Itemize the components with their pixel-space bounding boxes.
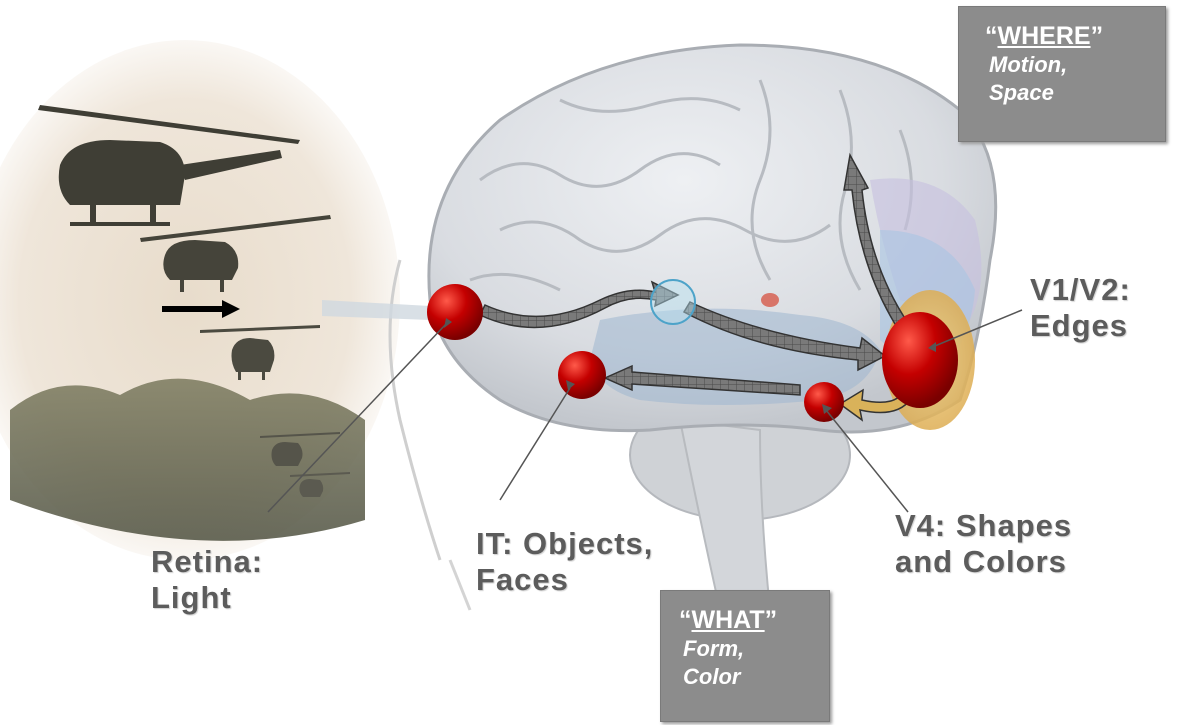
retina-label-line-1: Retina:: [151, 544, 263, 580]
where-title: “WHERE”: [985, 21, 1165, 51]
where-line-2: Space: [985, 79, 1165, 107]
what-line-2: Color: [679, 663, 829, 691]
what-line-1: Form,: [679, 635, 829, 663]
where-line-1: Motion,: [985, 51, 1165, 79]
it-node: [558, 351, 606, 399]
v4-label-line-2: and Colors: [895, 544, 1072, 580]
v1v2-label: V1/V2: Edges: [1030, 272, 1131, 344]
small-red-spot: [761, 293, 779, 307]
v1v2-node: [882, 312, 958, 408]
lgn-node: [651, 280, 695, 324]
retina-label-line-2: Light: [151, 580, 263, 616]
v4-node: [804, 382, 844, 422]
helicopter-photo: [0, 40, 400, 560]
v1v2-label-line-1: V1/V2:: [1030, 272, 1131, 308]
it-label-line-1: IT: Objects,: [476, 526, 653, 562]
v4-label-line-1: V4: Shapes: [895, 508, 1072, 544]
it-label-line-2: Faces: [476, 562, 653, 598]
v4-label: V4: Shapes and Colors: [895, 508, 1072, 580]
where-box: “WHERE” Motion, Space: [958, 6, 1166, 142]
retina-node: [427, 284, 483, 340]
v1v2-label-line-2: Edges: [1030, 308, 1131, 344]
what-title: “WHAT”: [679, 605, 829, 635]
retina-label: Retina: Light: [151, 544, 263, 616]
what-box: “WHAT” Form, Color: [660, 590, 830, 722]
it-label: IT: Objects, Faces: [476, 526, 653, 598]
